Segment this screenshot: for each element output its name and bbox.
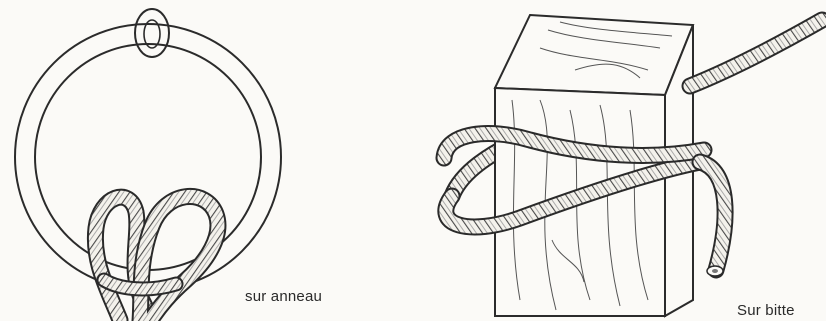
rope-free-end <box>700 162 725 276</box>
caption-on-bollard: Sur bitte <box>737 302 795 319</box>
rope-standing-part <box>690 20 822 86</box>
